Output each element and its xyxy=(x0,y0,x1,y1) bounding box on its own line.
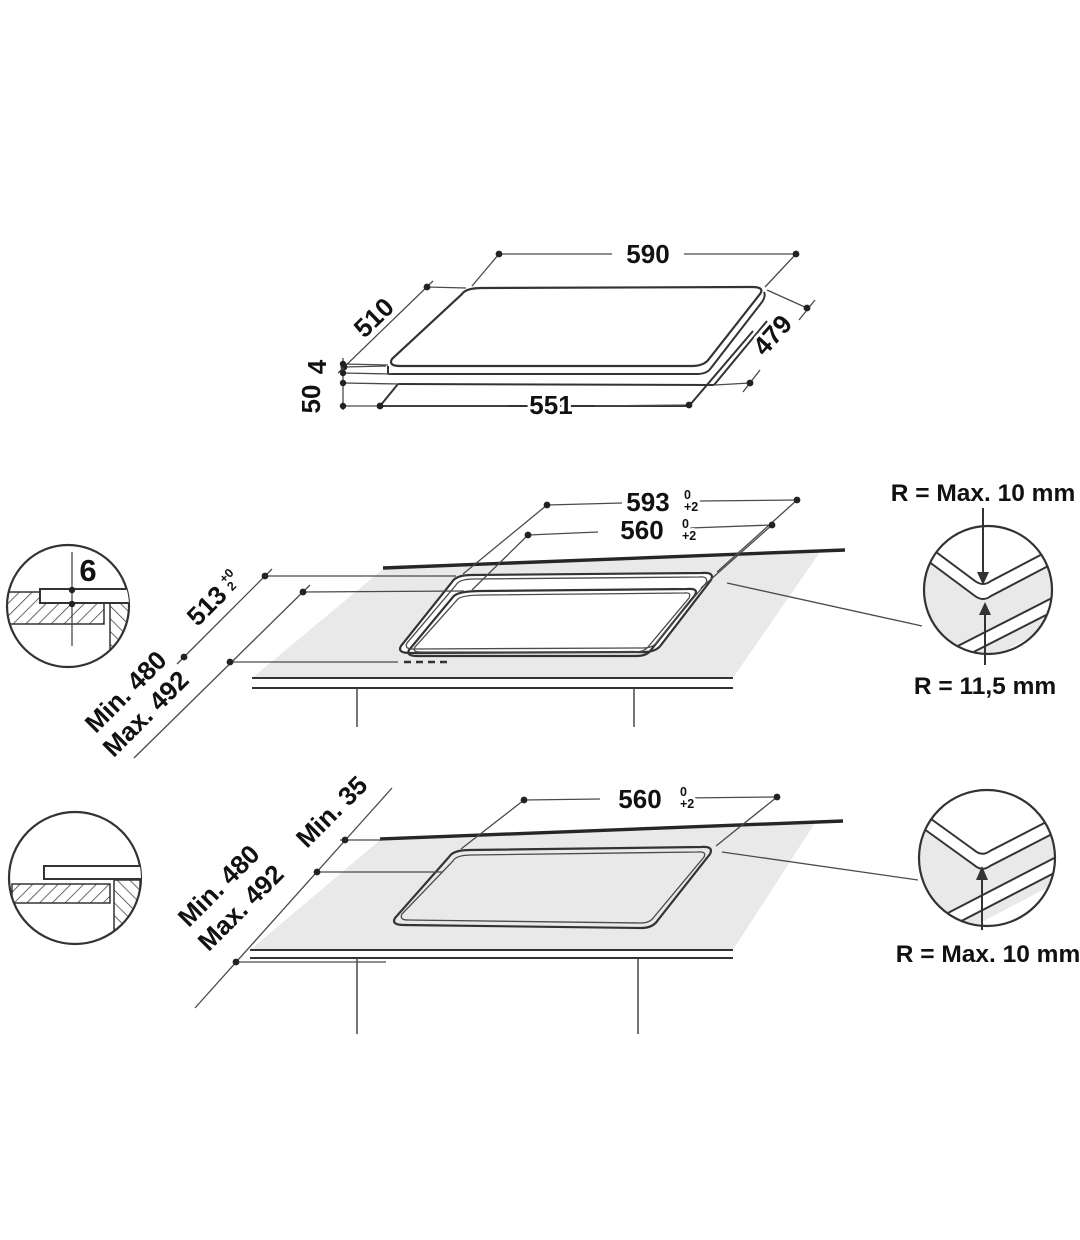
dimension-551: 551 xyxy=(376,387,693,423)
dimension-560-recessed: 560 0 +2 xyxy=(471,512,776,591)
worktop-back-edge xyxy=(382,548,846,570)
dim-551-label: 551 xyxy=(529,390,572,420)
dim-593-tol-top: 0 xyxy=(684,488,691,502)
dim-560-tol-top: 0 xyxy=(682,517,689,531)
dim-560-tol-bottom: +2 xyxy=(680,797,694,811)
rebate-detail-circle: 6 xyxy=(5,543,131,669)
dimension-560-standard: 560 0 +2 xyxy=(460,781,781,850)
glass-section xyxy=(43,865,141,880)
radius-115-label: R = 11,5 mm xyxy=(914,673,1056,700)
worktop-back-edge xyxy=(379,819,844,841)
dim-50-label: 50 xyxy=(296,385,326,414)
dim-560-tol-top: 0 xyxy=(680,785,687,799)
dimension-4-50: 4 50 xyxy=(293,356,401,416)
dim-513-label: 513 xyxy=(181,580,233,632)
radius-max10-label-standard: R = Max. 10 mm xyxy=(896,941,1080,968)
dim-593-label: 593 xyxy=(626,487,669,517)
rebate-depth-label: 6 xyxy=(79,553,96,588)
hob-isometric-view: 590 510 4 50 xyxy=(293,236,816,423)
radius-max10-label-recessed: R = Max. 10 mm xyxy=(891,480,1076,507)
dimension-593: 593 0 +2 xyxy=(462,484,801,575)
cutout-outline xyxy=(407,587,698,658)
hob-glass-edge xyxy=(388,291,766,375)
standard-installation-view: 560 0 +2 Min. 35 Min. 480 Max. 492 xyxy=(7,767,1080,1034)
dim-560-label: 560 xyxy=(618,784,661,814)
dim-510-label: 510 xyxy=(348,292,400,344)
dim-593-tol-bottom: +2 xyxy=(684,500,698,514)
dim-4-label: 4 xyxy=(302,359,332,374)
overlap-detail-circle xyxy=(7,810,143,946)
cutout-outline xyxy=(392,845,713,930)
glass-section xyxy=(39,588,129,604)
hob-base-body xyxy=(379,320,768,407)
hob-glass-top-face xyxy=(389,285,763,368)
dim-590-label: 590 xyxy=(626,239,669,269)
corner-radius-detail-recessed: R = Max. 10 mm R = 11,5 mm xyxy=(726,477,1078,703)
dim-560-tol-bottom: +2 xyxy=(682,529,696,543)
min-35-label: Min. 35 xyxy=(290,770,374,854)
worktop-section-hatch xyxy=(11,883,111,904)
dimension-590: 590 xyxy=(471,236,800,288)
worktop-surface xyxy=(250,823,815,950)
recessed-installation-view: 593 0 +2 560 0 +2 513 +0 2 xyxy=(5,477,1078,766)
dim-513-tol-bottom: 2 xyxy=(224,579,239,594)
dim-560-label: 560 xyxy=(620,515,663,545)
dimension-510: 510 xyxy=(337,280,467,374)
dim-479-label: 479 xyxy=(747,309,798,361)
dimension-479: 479 xyxy=(714,289,816,393)
cutout-face-hatch xyxy=(109,601,129,663)
